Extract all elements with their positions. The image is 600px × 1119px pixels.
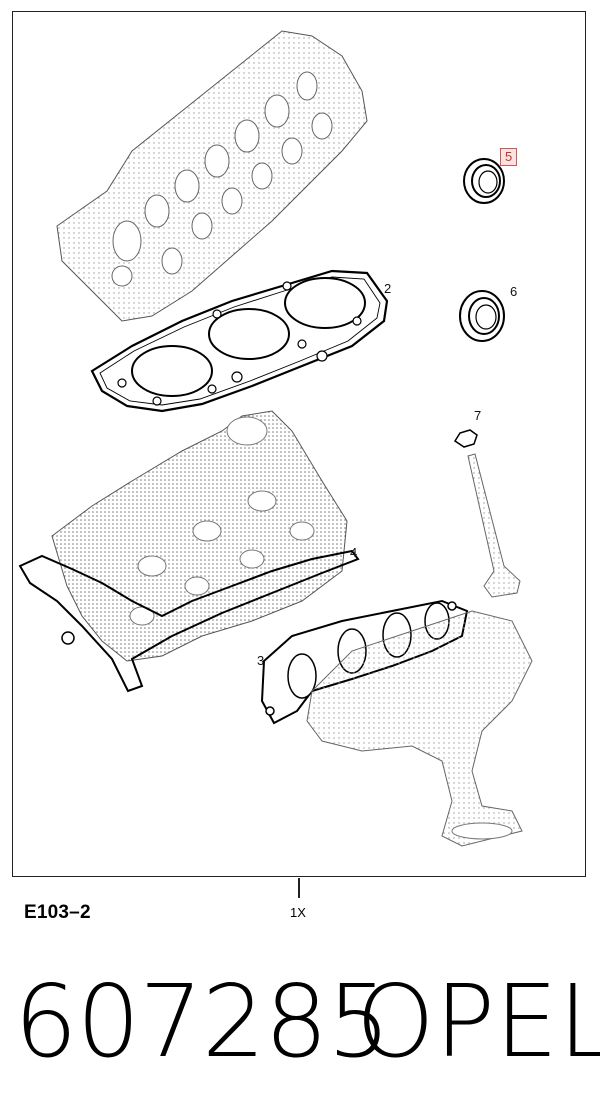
callout-3[interactable]: 3 (257, 653, 265, 668)
exploded-parts-diagram (18, 30, 533, 847)
brand-name: OPEL (356, 963, 600, 1080)
part-exhaust-manifold (306, 610, 533, 847)
callout-6[interactable]: 6 (510, 284, 518, 299)
callout-4[interactable]: 4 (350, 545, 358, 560)
callout-2[interactable]: 2 (384, 281, 392, 296)
part-7-valve-stem-seal (453, 429, 478, 448)
part-number: 607285 (14, 963, 391, 1080)
callout-5[interactable]: 5 (500, 148, 518, 166)
part-valve (467, 453, 521, 598)
quantity-tick (298, 878, 300, 898)
diagram-code: E103–2 (24, 902, 91, 923)
part-2-head-gasket (90, 269, 389, 413)
part-1-gasket-sheet (56, 30, 368, 322)
quantity-label: 1X (290, 905, 306, 920)
part-4-camshaft-housing (18, 410, 360, 693)
callout-7[interactable]: 7 (474, 408, 482, 423)
part-6-oil-seal (459, 290, 505, 342)
part-5-oil-seal (463, 158, 505, 204)
